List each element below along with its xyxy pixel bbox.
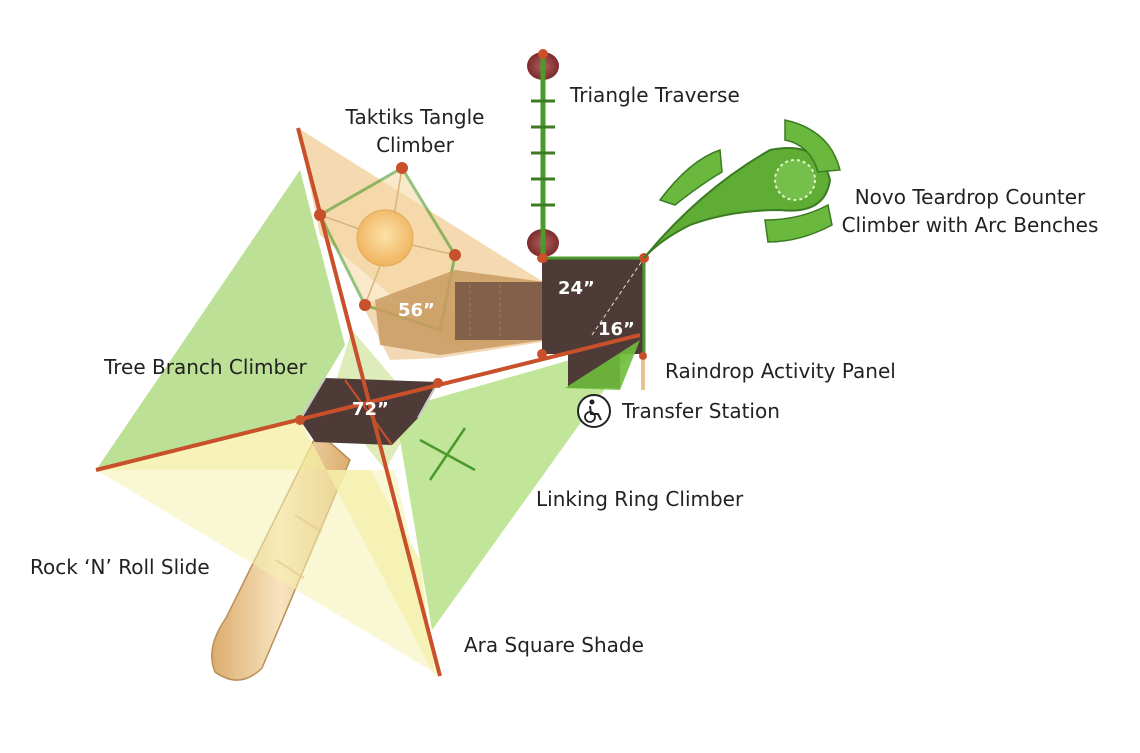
novo-teardrop-climber bbox=[643, 119, 841, 259]
label-tree-branch-climber: Tree Branch Climber bbox=[103, 355, 307, 379]
label-novo-line1: Novo Teardrop Counter bbox=[855, 185, 1086, 209]
label-linking-ring-climber: Linking Ring Climber bbox=[536, 487, 744, 511]
arc-bench-top bbox=[784, 119, 841, 173]
triangle-traverse bbox=[527, 49, 559, 263]
label-taktiks-line2: Climber bbox=[376, 133, 455, 157]
label-transfer-station: Transfer Station bbox=[621, 399, 780, 423]
arc-bench-left bbox=[658, 148, 723, 206]
raindrop-panel-base bbox=[565, 340, 640, 390]
label-novo-line2: Climber with Arc Benches bbox=[842, 213, 1099, 237]
label-ara-square-shade: Ara Square Shade bbox=[464, 633, 644, 657]
tree-branch-climber bbox=[95, 127, 641, 677]
raindrop-activity-panel bbox=[639, 352, 647, 390]
dim-16: 16” bbox=[598, 319, 635, 340]
label-rock-n-roll-slide: Rock ‘N’ Roll Slide bbox=[30, 555, 210, 579]
label-raindrop-activity-panel: Raindrop Activity Panel bbox=[665, 359, 896, 383]
arc-bench-bottom bbox=[764, 203, 833, 243]
linking-ring-climber bbox=[419, 427, 476, 481]
upper-walkway bbox=[375, 270, 545, 355]
dim-72: 72” bbox=[352, 399, 389, 420]
dim-24: 24” bbox=[558, 278, 595, 299]
label-taktiks-line1: Taktiks Tangle bbox=[345, 105, 485, 129]
label-triangle-traverse: Triangle Traverse bbox=[569, 83, 740, 107]
wheelchair-access-icon bbox=[577, 394, 611, 428]
dim-56: 56” bbox=[398, 300, 435, 321]
